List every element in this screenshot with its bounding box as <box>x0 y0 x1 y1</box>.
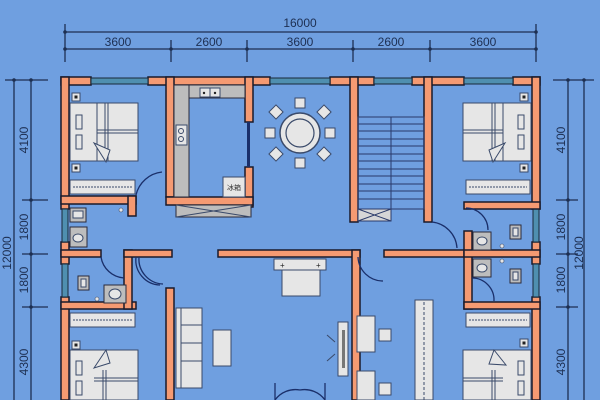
table <box>356 370 376 400</box>
window-top-1 <box>90 77 149 85</box>
dim-left-total: 12000 <box>0 236 14 270</box>
door-swing <box>357 256 384 282</box>
dim-left-seg-3: 1800 <box>17 266 31 293</box>
wardrobe <box>69 312 136 328</box>
door-swing <box>465 207 489 231</box>
kitchen: 冰箱 <box>173 84 252 218</box>
sofa <box>175 307 203 389</box>
door-swing <box>100 256 125 279</box>
dim-top-seg-2: 2600 <box>196 35 223 49</box>
window-top-2 <box>269 77 331 85</box>
table <box>356 315 376 353</box>
living-room: + + <box>135 256 349 400</box>
door-swing <box>431 221 458 249</box>
cooktop <box>175 124 188 146</box>
dim-left-seg-1: 4100 <box>17 126 31 153</box>
dim-right-seg-2: 1800 <box>554 213 568 240</box>
dim-top-seg-4: 2600 <box>378 35 405 49</box>
coffee-table <box>212 329 232 367</box>
fridge-label: 冰箱 <box>227 183 241 192</box>
door-swing <box>135 256 161 286</box>
svg-text:+: + <box>280 261 285 270</box>
door-swing <box>138 256 164 285</box>
wardrobe <box>69 179 136 195</box>
chair <box>378 328 392 342</box>
window-left-2 <box>61 263 69 298</box>
top-dimension-chain: 16000 3600 2600 3600 2600 3600 <box>63 16 538 62</box>
dining-table <box>264 97 336 169</box>
bedroom-top-right <box>462 92 532 231</box>
dim-top-seg-5: 3600 <box>470 35 497 49</box>
door-swing <box>135 171 163 196</box>
door-swing <box>471 277 495 302</box>
dim-right-seg-1: 4100 <box>554 126 568 153</box>
bathrooms-left <box>69 207 164 304</box>
window-top-4 <box>463 77 514 85</box>
chair <box>378 382 392 396</box>
window-top-3 <box>373 77 413 85</box>
staircase <box>357 116 458 249</box>
bedroom-top-left <box>69 92 163 196</box>
window-right-1 <box>532 208 540 243</box>
dim-left-seg-4: 4300 <box>17 348 31 375</box>
window-right-2 <box>532 263 540 298</box>
right-dimension-chain: 4100 1800 12000 1800 4300 <box>553 78 594 400</box>
interior-walls <box>60 76 541 400</box>
fridge <box>222 176 246 198</box>
bedroom-bottom-right <box>462 312 532 400</box>
left-dimension-chain: 12000 4100 1800 1800 4300 <box>0 78 48 400</box>
window-left-1 <box>61 208 69 243</box>
dim-right-total: 12000 <box>572 236 586 270</box>
dim-left-seg-2: 1800 <box>17 213 31 240</box>
dim-right-seg-4: 4300 <box>554 348 568 375</box>
entrance-door-left <box>274 388 301 400</box>
entrance-door-right <box>299 388 326 400</box>
dim-top-seg-1: 3600 <box>105 35 132 49</box>
dim-top-seg-3: 3600 <box>287 35 314 49</box>
bathrooms-right <box>357 224 522 302</box>
dim-right-seg-3: 1800 <box>554 266 568 293</box>
right-hall <box>356 299 434 400</box>
bedroom-bottom-left <box>69 312 139 400</box>
dim-top-total: 16000 <box>283 16 317 30</box>
svg-text:+: + <box>316 261 321 270</box>
